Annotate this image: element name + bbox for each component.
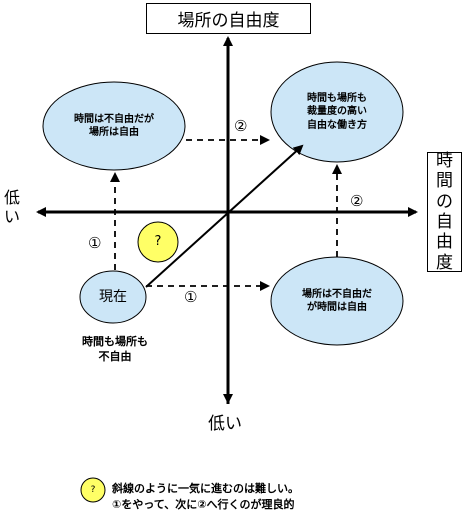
right-axis-char: 間 [436, 171, 453, 192]
top-axis-label-text: 場所の自由度 [177, 11, 280, 31]
bubble-top-left-text: 時間は不自由だが 場所は自由 [74, 113, 154, 139]
right-axis-char: 度 [436, 252, 453, 273]
left-low-label: 低 い [4, 188, 21, 227]
legend-line-2: ①をやって、次に②へ行くのが理良的 [112, 498, 295, 511]
top-axis-label: 場所の自由度 [146, 3, 311, 34]
legend-question-mark: ? [90, 484, 96, 495]
right-axis-char: 由 [436, 232, 453, 253]
bubble-top-right-shape [270, 61, 404, 163]
step-label-two-right: ② [350, 192, 364, 210]
right-axis-label: 時 間 の 自 由 度 [427, 150, 462, 273]
step-label-two-top: ② [234, 117, 248, 135]
right-axis-char: 自 [436, 212, 453, 232]
bottom-low-label: 低い [208, 414, 242, 434]
step-label-one-bottom: ① [184, 288, 198, 306]
bubble-current-text: 現在 [99, 288, 127, 305]
legend-question-shape [80, 477, 106, 503]
right-axis-char: の [436, 191, 453, 212]
question-bubble-shape [137, 221, 179, 263]
legend-line-1: 斜線のように一気に進むのは難しい。 [112, 482, 299, 495]
bubble-top-right-text: 時間も場所も 裁量度の高い 自由な働き方 [307, 92, 367, 131]
question-mark: ? [154, 234, 162, 250]
bubble-top-left-shape [42, 81, 186, 171]
step-label-one-left: ① [88, 234, 102, 252]
diagonal-arrow [145, 144, 304, 288]
right-axis-char: 時 [436, 150, 453, 171]
bubble-current-shape [79, 270, 147, 324]
current-caption: 時間も場所も 不自由 [82, 335, 148, 364]
bubble-bottom-right-text: 場所は不自由だ が時間は自由 [302, 288, 372, 314]
